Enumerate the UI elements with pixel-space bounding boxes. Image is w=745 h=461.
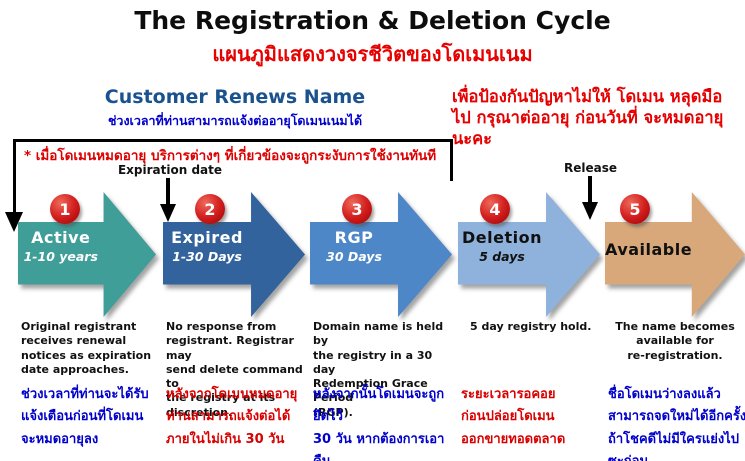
expiration-date-label: Expiration date <box>117 163 223 177</box>
stage-description-en: No response from registrant. Registrar m… <box>166 320 303 419</box>
release-label: Release <box>563 161 617 175</box>
stage-number-badge: 2 <box>195 194 225 224</box>
stage-description-en: Original registrant receives renewal not… <box>21 320 152 376</box>
customer-renews-block: Customer Renews Name ช่วงเวลาที่ท่านสามา… <box>65 86 405 131</box>
stage-name: Deletion <box>462 228 542 247</box>
suspension-note-thai: * เมื่อโดเมนหมดอายุ บริการต่างๆ ที่เกี่ย… <box>24 148 437 164</box>
bracket-line-right <box>450 139 453 181</box>
expiration-arrow-shaft <box>166 178 170 205</box>
block-arrow-right-icon <box>163 192 305 317</box>
stage-description-thai: ระยะเวลารอคอย ก่อนปล่อยโดเมน ออกขายทอดตล… <box>461 387 566 447</box>
page-title: The Registration & Deletion Cycle <box>134 6 611 35</box>
stage-duration: 5 days <box>479 249 525 264</box>
stage-active: 1 Active 1-10 years Original registrant … <box>18 192 156 461</box>
down-arrow-icon <box>582 202 598 220</box>
stage-duration: 30 Days <box>326 249 382 264</box>
renewal-warning-note-thai: เพื่อป้องกันปัญหาไม่ให้ โดเมน หลุดมือ ไป… <box>452 87 724 149</box>
customer-renews-note-thai: ช่วงเวลาที่ท่านสามารถแจ้งต่ออายุโดเมนเนม… <box>107 113 363 128</box>
stage-number-badge: 4 <box>480 194 510 224</box>
stage-expired: 2 Expired 1-30 Days No response from reg… <box>163 192 305 461</box>
down-arrow-icon <box>160 204 176 222</box>
stage-number-badge: 5 <box>620 194 650 224</box>
stage-description-en: Domain name is held by the registry in a… <box>313 320 444 419</box>
stage-available: 5 Available The name becomes available f… <box>605 192 745 461</box>
release-arrow-shaft <box>588 176 592 203</box>
bracket-line-top <box>13 139 453 142</box>
stage-name: Expired <box>171 228 243 247</box>
stage-description-en: 5 day registry hold. <box>470 320 592 333</box>
page-subtitle-thai: แผนภูมิแสดงวงจรชีวิตของโดเมนเนม <box>212 42 533 66</box>
stage-description-thai: ชื่อโดเมนว่างลงแล้ว สามารถจดใหม่ได้อีกคร… <box>608 387 745 461</box>
customer-renews-heading: Customer Renews Name <box>104 86 366 108</box>
block-arrow-right-icon <box>310 192 452 317</box>
stage-name: Active <box>31 228 91 247</box>
stage-name: RGP <box>334 228 374 247</box>
stage-description-en: The name becomes available for re-regist… <box>615 320 735 362</box>
stage-deletion: 4 Deletion 5 days 5 day registry hold. ร… <box>458 192 600 461</box>
stage-rgp: 3 RGP 30 Days Domain name is held by the… <box>310 192 452 461</box>
block-arrow-right-icon <box>18 192 156 317</box>
stage-description-thai: หลังจากนั้นโดเมนจะถูกยึดไว้ 30 วัน หากต้… <box>313 387 445 461</box>
bracket-line-left <box>13 139 16 213</box>
stage-name: Available <box>605 240 693 259</box>
stage-duration: 1-30 Days <box>172 249 242 264</box>
stage-number-badge: 1 <box>50 194 80 224</box>
stage-description-thai: หลังจากโดเมนหมดอายุ ท่านสามารถแจ้งต่อได้… <box>166 387 298 447</box>
stage-description-thai: ช่วงเวลาที่ท่านจะได้รับ แจ้งเตือนก่อนที่… <box>21 387 149 447</box>
stage-number-badge: 3 <box>342 194 372 224</box>
stage-duration: 1-10 years <box>23 249 98 264</box>
